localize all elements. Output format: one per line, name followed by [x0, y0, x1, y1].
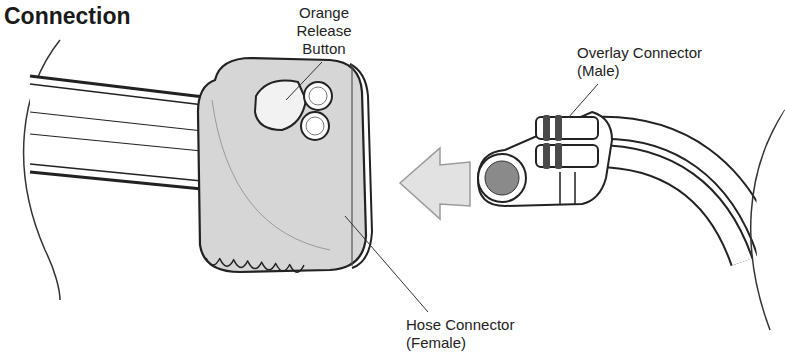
insert-arrow	[400, 148, 470, 219]
part-label: Hose Connector (Female)	[406, 316, 528, 352]
hose-connector-body	[198, 58, 372, 272]
overlay-connector	[478, 112, 768, 262]
part-label: Orange Release Button	[287, 4, 361, 58]
part-label: Overlay Connector (Male)	[577, 44, 715, 80]
hose-strip	[30, 76, 212, 190]
title: Connection	[4, 3, 131, 29]
leader-lines	[286, 62, 598, 312]
cut-line	[751, 110, 785, 330]
